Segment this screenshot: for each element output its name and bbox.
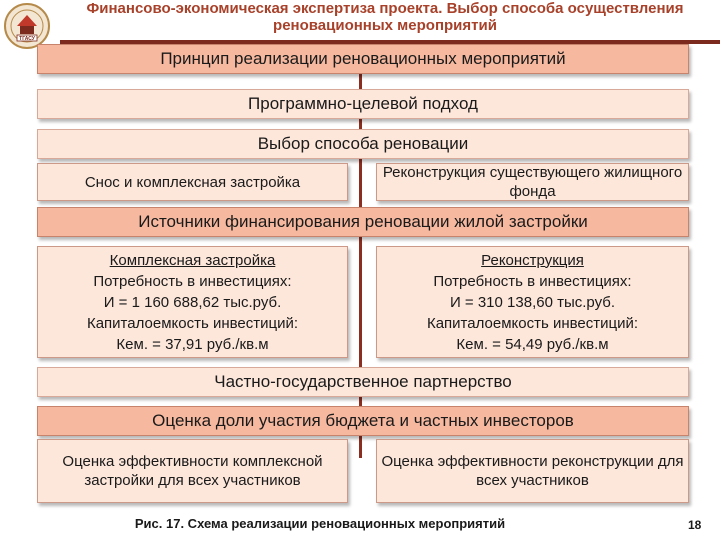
page-number: 18: [688, 518, 702, 532]
header-divider: [60, 40, 720, 44]
option-right-box: Реконструкция существующего жилищного фо…: [376, 163, 689, 201]
seal-icon: ТГАСУ: [4, 3, 50, 49]
left-detail-line: Потребность в инвестициях:: [93, 272, 292, 290]
choice-box: Выбор способа реновации: [37, 129, 689, 159]
principle-label: Принцип реализации реновационных меропри…: [160, 49, 566, 68]
right-detail-box: Реконструкция Потребность в инвестициях:…: [376, 246, 689, 358]
left-detail-line: И = 1 160 688,62 тыс.руб.: [103, 293, 282, 311]
partnership-label: Частно-государственное партнерство: [214, 372, 512, 391]
sources-label: Источники финансирования реновации жилой…: [138, 212, 588, 231]
eval-left-label: Оценка эффективности комплексной застрой…: [62, 453, 323, 489]
budget-share-box: Оценка доли участия бюджета и частных ин…: [37, 406, 689, 436]
eval-left-box: Оценка эффективности комплексной застрой…: [37, 439, 348, 503]
left-detail-line: Капиталоемкость инвестиций:: [86, 314, 299, 332]
approach-box: Программно-целевой подход: [37, 89, 689, 119]
approach-label: Программно-целевой подход: [248, 94, 478, 113]
svg-text:ТГАСУ: ТГАСУ: [19, 36, 36, 42]
principle-box: Принцип реализации реновационных меропри…: [37, 44, 689, 74]
eval-right-box: Оценка эффективности реконструкции для в…: [376, 439, 689, 503]
partnership-box: Частно-государственное партнерство: [37, 367, 689, 397]
choice-label: Выбор способа реновации: [257, 134, 469, 153]
budget-share-label: Оценка доли участия бюджета и частных ин…: [152, 411, 574, 430]
slide-title: Финансово-экономическая экспертиза проек…: [86, 0, 684, 34]
eval-right-label: Оценка эффективности реконструкции для в…: [381, 453, 684, 489]
left-detail-line: Кем. = 37,91 руб./кв.м: [116, 335, 269, 353]
option-right-label: Реконструкция существующего жилищного фо…: [382, 164, 683, 200]
connector-line: [359, 58, 362, 458]
left-detail-box: Комплексная застройка Потребность в инве…: [37, 246, 348, 358]
option-left-label: Снос и комплексная застройка: [84, 173, 301, 191]
right-detail-title: Реконструкция: [481, 251, 584, 269]
right-detail-line: И = 310 138,60 тыс.руб.: [449, 293, 616, 311]
right-detail-line: Кем. = 54,49 руб./кв.м: [456, 335, 609, 353]
university-logo: ТГАСУ: [3, 2, 51, 50]
right-detail-line: Капиталоемкость инвестиций:: [426, 314, 639, 332]
figure-caption: Рис. 17. Схема реализации реновационных …: [134, 516, 506, 531]
left-detail-title: Комплексная застройка: [109, 251, 276, 269]
option-left-box: Снос и комплексная застройка: [37, 163, 348, 201]
sources-box: Источники финансирования реновации жилой…: [37, 207, 689, 237]
right-detail-line: Потребность в инвестициях:: [433, 272, 632, 290]
